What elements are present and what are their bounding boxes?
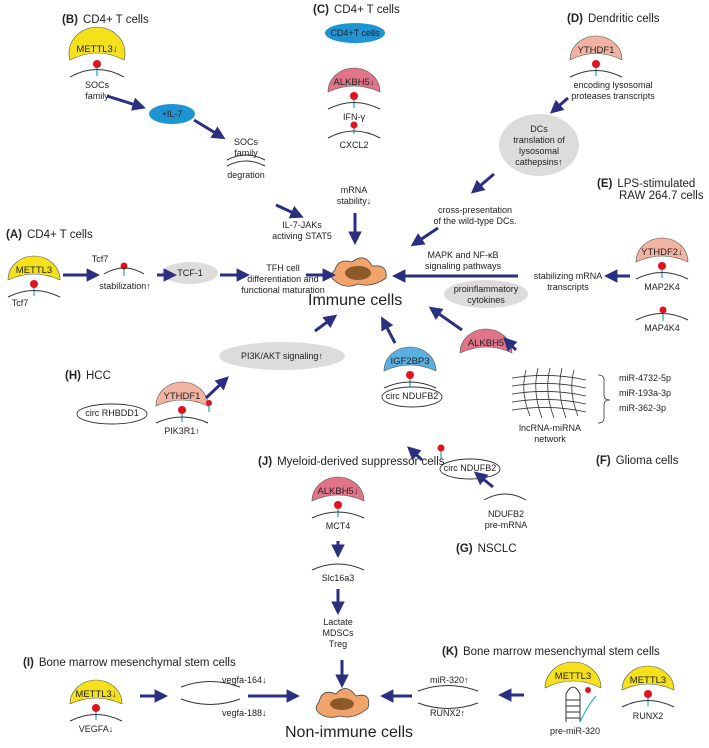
non-immune-cells-label: Non-immune cells (285, 724, 414, 741)
panel-a-title: (A)CD4+ T cells (6, 229, 93, 241)
node-tcf1-label: TCF-1 (177, 268, 203, 278)
node-pi3k-label: PI3K/AKT signaling↑ (241, 351, 323, 361)
protein-g-label: IGF2BP3 (390, 356, 430, 367)
panel-g-title: (G)NSCLC (456, 543, 517, 555)
enzyme-shape-d-ythdf1 (569, 35, 623, 61)
enzyme-shape-b-mettl3 (68, 26, 126, 61)
i-iso-2: vegfa-188↓ (222, 708, 267, 718)
c-target-1: IFN-γ (343, 112, 365, 122)
rna-strands (7, 69, 689, 722)
panel-h-title: (H)HCC (65, 370, 111, 382)
k-target-1: pre-miR-320 (549, 726, 600, 736)
enzyme-shape-i-mettl3 (69, 679, 123, 705)
circ-rna-ellipses (76, 386, 501, 480)
node-il7 (149, 104, 195, 124)
enzyme-shape-k-mettl3-2 (621, 665, 675, 691)
g-circ-upper: circ NDUFB2 (385, 391, 439, 401)
panel-k-title: (K)Bone marrow mesenchymal stem cells (442, 646, 660, 658)
a-effect: stabilization↑ (99, 281, 151, 291)
enzyme-shape-k-mettl3-1 (544, 661, 602, 689)
node-cd4t-label: CD4+T cells (330, 28, 380, 38)
panel-j-title: (J)Myeloid-derived suppressor cells (258, 456, 445, 468)
enzyme-i-label: METTL3↓ (75, 689, 117, 700)
e-target-2: MAP4K4 (644, 323, 680, 333)
enzyme-b-label: METTL3↓ (76, 44, 118, 55)
enzyme-shape-a-mettl3 (7, 255, 61, 281)
enzyme-k1-label: METTL3 (554, 671, 592, 682)
node-cd4t (325, 23, 385, 43)
immune-cells-label: Immune cells (308, 292, 403, 309)
arrows (63, 94, 630, 703)
enzyme-f-label: ALKBH5 (467, 338, 505, 349)
enzyme-shape-e-ythdf2 (635, 237, 689, 263)
b-degradation: degration (227, 170, 265, 180)
f-mirna-2: miR-193a-3p (619, 388, 672, 398)
panel-d-title: (D)Dendritic cells (567, 13, 660, 25)
a-gene: Tcf7 (11, 298, 29, 308)
node-dcs (499, 114, 579, 176)
k-target-2: RUNX2 (632, 711, 664, 721)
j-target: MCT4 (325, 521, 351, 531)
circ-ndufb2-upper (381, 386, 443, 408)
j-gene: Slc16a3 (321, 573, 355, 583)
panel-b-title: (B)CD4+ T cells (62, 14, 149, 26)
h-target: PIK3R1↑ (164, 426, 200, 436)
f-mirna-1: miR-4732-5p (619, 373, 672, 383)
enzyme-shape-j-alkbh5 (311, 476, 365, 502)
enzyme-e-label: YTHDF2↓ (641, 247, 683, 258)
cell-shapes (315, 257, 387, 718)
node-cytokines (444, 280, 528, 308)
enzyme-j-label: ALKBH5↓ (317, 486, 359, 497)
a-target: Tcf7 (91, 254, 109, 264)
i-target: VEGFA↓ (78, 724, 114, 734)
panel-f-title: (F)Glioma cells (596, 455, 679, 467)
f-mirna-3: miR-362-3p (619, 403, 667, 413)
enzyme-d-label: YTHDF1 (577, 45, 615, 56)
enzymes (7, 26, 689, 705)
g-circ-lower: circ NDUFB2 (443, 463, 497, 473)
h-circ: circ RHBDD1 (85, 408, 139, 418)
c-target-2: CXCL2 (339, 140, 369, 150)
enzyme-k2-label: METTL3 (629, 675, 667, 686)
node-pi3k (219, 342, 345, 370)
panel-c-title: (C)CD4+ T cells (313, 4, 400, 16)
lncrna-mirna-network (511, 367, 611, 424)
i-iso-1: vegfa-164↓ (222, 675, 267, 685)
node-il7-label: +IL-7 (161, 109, 183, 119)
enzyme-shape-f-alkbh5 (459, 328, 513, 354)
enzyme-c-label: ALKBH5↓ (333, 77, 375, 88)
enzyme-shape-h-ythdf1 (155, 381, 209, 407)
enzyme-shape-g-igf2bp3 (383, 346, 437, 372)
circ-rhbdd1 (76, 403, 148, 425)
enzyme-h-label: YTHDF1 (163, 391, 201, 402)
k-effect-2: RUNX2↑ (430, 708, 466, 718)
enzyme-shape-c-alkbh5 (327, 67, 381, 93)
panel-i-title: (I)Bone marrow mesenchymal stem cells (23, 657, 236, 669)
pre-mir-320-hairpin (565, 686, 597, 723)
enzyme-a-label: METTL3 (15, 265, 53, 276)
k-effect-1: miR-320↑ (430, 675, 469, 685)
e-target-1: MAP2K4 (644, 282, 680, 292)
